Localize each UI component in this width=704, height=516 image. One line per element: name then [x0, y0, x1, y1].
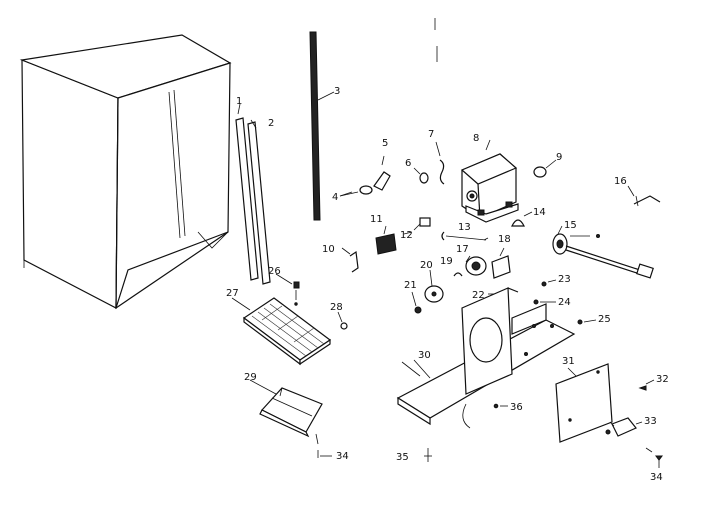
- cabinet: [19, 34, 232, 310]
- part-label-10: 10: [322, 244, 335, 255]
- part-label-36: 36: [510, 402, 523, 413]
- part-label-26: 26: [268, 266, 281, 277]
- bracket-part-18: [491, 247, 511, 279]
- drain-pan-part-29: [259, 387, 323, 445]
- cap-part-14: [511, 211, 533, 227]
- screw-part-28: [337, 311, 348, 330]
- part-label-24: 24: [558, 297, 571, 308]
- screw-part-32: [638, 379, 655, 391]
- part-label-17: 17: [456, 244, 469, 255]
- bracket-part-4: [339, 185, 373, 197]
- part-label-9: 9: [556, 152, 562, 163]
- part-label-30: 30: [418, 350, 431, 361]
- rod: [309, 31, 335, 221]
- screw-part-25: [577, 319, 597, 325]
- fan-motor-part-15: [552, 233, 654, 279]
- fan-blade-part-20: [424, 269, 444, 303]
- screw-part-36: [493, 403, 508, 409]
- relay-part-5: [373, 155, 391, 191]
- part-label-31: 31: [562, 356, 575, 367]
- screw-part-34-left: [317, 450, 332, 458]
- compressor: [460, 139, 519, 223]
- screw-part-35: [424, 448, 432, 462]
- part-label-18: 18: [498, 234, 511, 245]
- part-label-15: 15: [564, 220, 577, 231]
- clip-part-6: [413, 167, 429, 184]
- grommet-part-9: [533, 159, 557, 178]
- part-label-6: 6: [405, 158, 411, 169]
- screw-part-34-right: [655, 455, 663, 468]
- part-label-19: 19: [440, 256, 453, 267]
- grille-part-27: [242, 297, 332, 366]
- part-label-21: 21: [404, 280, 417, 291]
- access-panel-part-31: [555, 363, 613, 443]
- bracket-part-33: [605, 417, 643, 437]
- part-label-5: 5: [382, 138, 388, 149]
- screw-part-26: [293, 281, 300, 306]
- bracket-part-10: [341, 247, 359, 273]
- part-label-23: 23: [558, 274, 571, 285]
- part-label-12: 12: [400, 230, 413, 241]
- part-label-1: 1: [236, 96, 242, 107]
- part-label-33: 33: [644, 416, 657, 427]
- clip-part-12: [413, 217, 431, 231]
- part-label-27: 27: [226, 288, 239, 299]
- base-pan-part-30: [396, 287, 576, 429]
- part-label-22: 22: [472, 290, 485, 301]
- part-labels: 1 2 3 4 5 6 7 8 9 10 11 12 13 14 15 16 1…: [226, 86, 669, 483]
- part-label-25: 25: [598, 314, 611, 325]
- part-label-7: 7: [428, 129, 434, 140]
- relay-box-part-11: [375, 225, 397, 255]
- part-label-16: 16: [614, 176, 627, 187]
- part-label-34-right: 34: [650, 472, 663, 483]
- nut-part-21: [411, 291, 422, 314]
- wire-clip-part-7: [435, 141, 445, 185]
- part-label-11: 11: [370, 214, 383, 225]
- screw-part-23: [541, 279, 557, 287]
- side-rails: [235, 103, 271, 285]
- motor-part-17: [465, 255, 487, 276]
- part-label-2: 2: [268, 118, 274, 129]
- part-label-32: 32: [656, 374, 669, 385]
- clip-part-19: [453, 272, 463, 277]
- part-label-14: 14: [533, 207, 546, 218]
- part-label-8: 8: [473, 133, 479, 144]
- part-label-34-left: 34: [336, 451, 349, 462]
- part-label-13: 13: [458, 222, 471, 233]
- part-label-35: 35: [396, 452, 409, 463]
- part-label-3: 3: [334, 86, 340, 97]
- leader-lines: [231, 191, 653, 453]
- part-label-4: 4: [332, 192, 338, 203]
- wire-part-13: [441, 231, 487, 241]
- bracket-part-16: [627, 185, 661, 207]
- part-label-28: 28: [330, 302, 343, 313]
- part-label-20: 20: [420, 260, 433, 271]
- part-label-29: 29: [244, 372, 257, 383]
- screw-part-24: [533, 299, 556, 305]
